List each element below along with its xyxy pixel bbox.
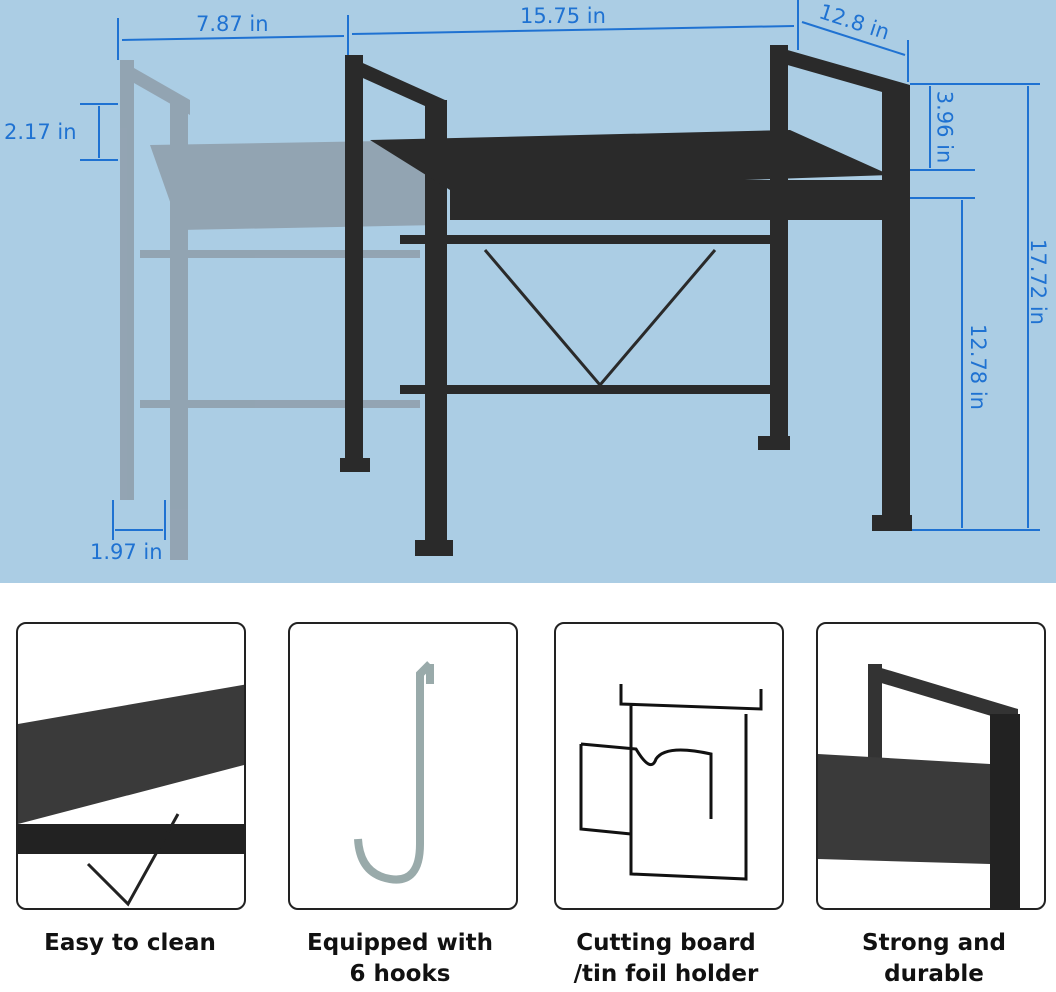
caption-line: Equipped with [307,930,493,956]
feature-caption-durable: Strong and durable [804,928,1056,990]
feature-image-hook [288,622,518,910]
caption-line: Easy to clean [44,930,216,956]
dim-side-rail: 3.96 in [932,90,957,164]
feature-caption-holder: Cutting board/tin foil holder [536,928,796,990]
caption-line: /tin foil holder [573,961,759,987]
feature-image-shelf [16,622,246,910]
feature-image-holder [554,622,784,910]
feature-image-frame [816,622,1046,910]
feature-caption-easy-clean: Easy to clean [0,928,260,959]
dim-rail-height: 2.17 in [4,120,77,144]
caption-line: Strong and [862,930,1006,956]
rack-illustration [80,0,1040,560]
dim-total-height: 17.72 in [1025,239,1050,325]
dim-shelf-width: 15.75 in [520,4,606,28]
dim-extension-width: 7.87 in [196,12,269,36]
caption-line: 6 hooks [349,961,451,987]
dim-clearance: 12.78 in [965,324,990,410]
caption-line: durable [884,961,984,987]
product-hero: 7.87 in 15.75 in 12.8 in 2.17 in 3.96 in… [0,0,1056,583]
feature-caption-hooks: Equipped with 6 hooks [270,928,530,990]
caption-line: Cutting board [576,930,756,956]
dim-holder-width: 1.97 in [90,540,163,564]
